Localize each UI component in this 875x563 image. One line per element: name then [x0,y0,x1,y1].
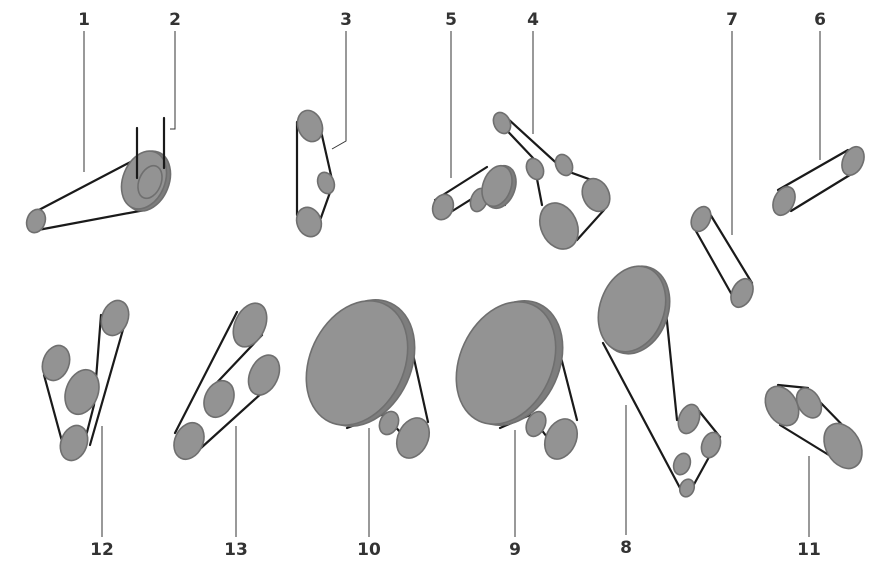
pulley-4-right [581,177,611,213]
drive-13 [173,302,281,461]
pulley-8-upper-idler [677,403,701,435]
label-9: 9 [509,540,521,560]
leader-lines [83,31,821,537]
label-11: 11 [797,540,821,560]
pulley-2-inner [137,164,163,200]
pulley-12-middle [64,368,100,416]
pulley-10-large [305,300,409,426]
belt-1-upper [33,155,142,214]
drive-3 [295,109,336,238]
pulley-3-bottom [295,206,323,238]
pulley-8-large [597,265,667,353]
label-7: 7 [726,10,738,30]
pulley-7-top [690,205,712,233]
drive-5 [431,164,517,221]
pulley-7-bottom [730,277,754,309]
drive-6 [772,145,865,217]
belt-7-left [690,222,734,297]
pulley-6-right [841,145,865,177]
pulley-4-idler-right [554,153,574,177]
belt-7-right [708,212,754,285]
pulley-8-bottom [678,478,696,498]
pulley-8-right [700,431,722,459]
drive-9 [455,300,579,460]
pulley-13-middle [203,379,235,419]
pulley-8-lower-idler [672,452,692,476]
pulley-9-large [455,301,557,425]
leader-line-3 [331,31,347,150]
pulley-9-idler [525,410,547,438]
pulley-4-bottom [538,202,580,250]
pulley-5-right [481,164,513,208]
drive-4 [492,111,611,250]
pulley-13-bottom [173,421,205,461]
belt-12-right [88,310,130,447]
pulley-6-left [772,185,796,217]
label-12: 12 [90,540,114,560]
pulley-3-top [296,109,324,143]
label-8: 8 [620,538,632,558]
drive-10 [305,299,431,459]
belt-12-left [42,373,65,447]
pulley-12-bottom [59,424,89,462]
belt-1-lower [36,208,147,232]
drive-11 [764,383,863,470]
label-2: 2 [169,10,181,30]
belt-6-top [776,148,850,192]
pulley-11-left [764,385,800,427]
pulley-10-small [395,417,431,459]
pulley-5-left [431,193,455,221]
pulley-13-top [232,302,268,348]
belt-13-left [173,310,239,435]
pulley-4-idler-left [525,157,545,181]
label-1: 1 [78,10,90,30]
label-13: 13 [224,540,248,560]
belt-6-bottom [789,168,860,213]
drive-1-2 [25,116,172,234]
pulley-12-left [41,344,71,382]
pulley-1-small [25,208,47,234]
pulley-11-idler [795,387,823,419]
drive-7 [690,205,754,309]
pulley-9-small [543,418,579,460]
leader-line-2 [170,31,176,130]
label-4: 4 [527,10,539,30]
pulley-13-right [247,354,281,396]
pulley-4-top [492,111,512,135]
label-5: 5 [445,10,457,30]
drive-12 [41,299,130,462]
label-3: 3 [340,10,352,30]
belt-8-left [601,341,682,490]
pulley-12-top [100,299,130,337]
callout-labels: 1 2 3 4 5 6 7 8 9 10 11 12 13 [78,10,826,560]
pulley-10-idler [378,410,400,436]
pulley-3-idler [316,171,336,195]
label-10: 10 [357,540,381,560]
drive-8 [597,265,722,498]
pulley-11-right [823,422,863,470]
label-6: 6 [814,10,826,30]
